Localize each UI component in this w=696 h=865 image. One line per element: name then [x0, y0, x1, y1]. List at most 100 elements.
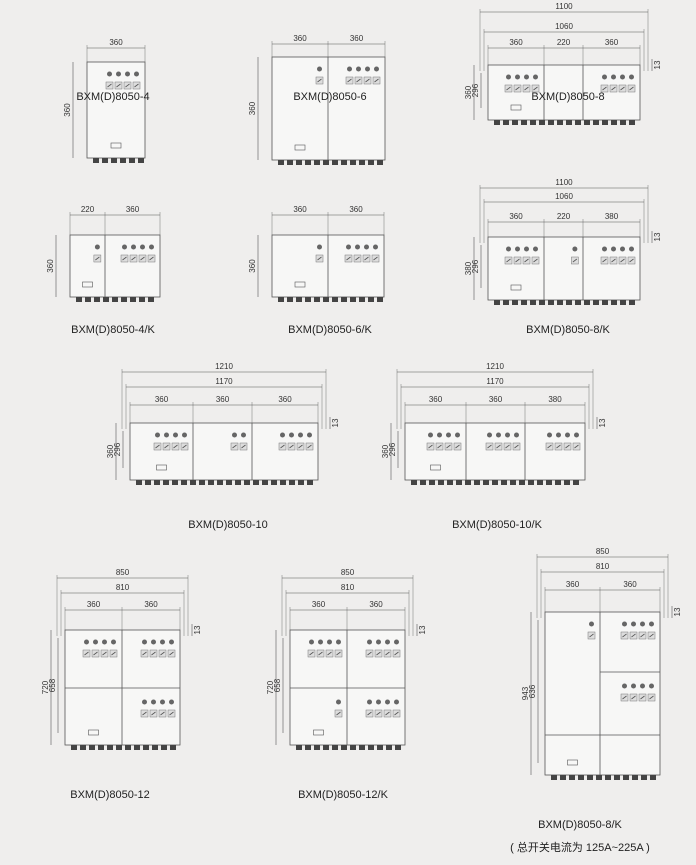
dimension-label: 220 — [81, 205, 95, 214]
cable-gland-icon — [341, 745, 347, 750]
dimension-label: 720 — [266, 680, 275, 694]
dimension-label: 360 — [87, 600, 101, 609]
cable-gland-icon — [530, 120, 536, 125]
socket-icon — [149, 244, 154, 250]
cable-gland-icon — [253, 480, 259, 485]
socket-icon — [169, 699, 174, 705]
offset-label: 13 — [418, 625, 427, 634]
socket-icon — [142, 639, 147, 645]
cable-gland-icon — [578, 775, 584, 780]
cable-gland-icon — [190, 480, 196, 485]
cable-gland-icon — [76, 297, 82, 302]
cable-gland-icon — [611, 120, 617, 125]
cable-gland-icon — [298, 480, 304, 485]
cable-gland-icon — [305, 297, 311, 302]
socket-icon — [318, 639, 323, 645]
cable-gland-icon — [528, 480, 534, 485]
offset-label: 13 — [673, 607, 682, 616]
offset-label: 13 — [653, 232, 662, 241]
switch-lever-icon — [164, 444, 169, 449]
dimension-label: 360 — [349, 205, 363, 214]
switch-lever-icon — [107, 83, 112, 88]
socket-icon — [232, 432, 237, 438]
dimension-label: 810 — [341, 583, 355, 592]
socket-icon — [125, 71, 130, 77]
dimension-label: 850 — [116, 568, 130, 577]
socket-icon — [367, 639, 372, 645]
cable-gland-icon — [548, 300, 554, 305]
socket-icon — [134, 71, 139, 77]
switch-lever-icon — [367, 651, 372, 656]
switch-lever-icon — [336, 711, 341, 716]
nameplate — [567, 759, 578, 766]
cable-gland-icon — [120, 158, 126, 163]
switch-lever-icon — [524, 258, 529, 263]
dimension-label: 360 — [429, 395, 443, 404]
cable-gland-icon — [602, 120, 608, 125]
cable-gland-icon — [377, 745, 383, 750]
socket-icon — [556, 432, 561, 438]
switch-lever-icon — [376, 651, 381, 656]
model-label: BXM(D)8050-6/K — [288, 324, 372, 336]
socket-icon — [496, 432, 501, 438]
nameplate — [156, 464, 167, 471]
socket-icon — [336, 639, 341, 645]
dimension-label: 850 — [596, 547, 610, 556]
socket-icon — [289, 432, 294, 438]
dimension-label: 1210 — [486, 362, 504, 371]
switch-lever-icon — [182, 444, 187, 449]
cable-gland-icon — [438, 480, 444, 485]
dimension-label: 360 — [144, 600, 158, 609]
cable-gland-icon — [307, 480, 313, 485]
cable-gland-icon — [244, 480, 250, 485]
switch-lever-icon — [318, 651, 323, 656]
cable-gland-icon — [341, 160, 347, 165]
switch-lever-icon — [515, 258, 520, 263]
switch-lever-icon — [629, 86, 634, 91]
dimension-label: 360 — [509, 212, 523, 221]
offset-label: 13 — [598, 418, 607, 427]
cable-gland-icon — [287, 160, 293, 165]
cable-gland-icon — [546, 480, 552, 485]
cable-gland-icon — [429, 480, 435, 485]
cable-gland-icon — [632, 775, 638, 780]
cable-gland-icon — [566, 120, 572, 125]
cable-gland-icon — [181, 480, 187, 485]
socket-icon — [394, 699, 399, 705]
cable-gland-icon — [602, 300, 608, 305]
cable-gland-icon — [154, 480, 160, 485]
switch-lever-icon — [446, 444, 451, 449]
socket-icon — [160, 699, 165, 705]
cable-gland-icon — [138, 158, 144, 163]
socket-icon — [506, 246, 511, 252]
cable-gland-icon — [411, 480, 417, 485]
socket-icon — [367, 699, 372, 705]
enclosure-body — [289, 629, 406, 746]
cable-gland-icon — [314, 160, 320, 165]
cable-gland-icon — [125, 745, 131, 750]
cable-gland-icon — [305, 745, 311, 750]
cable-gland-icon — [89, 745, 95, 750]
socket-icon — [94, 244, 100, 250]
cable-gland-icon — [569, 775, 575, 780]
dimension-label: 1100 — [555, 178, 573, 187]
switch-lever-icon — [160, 651, 165, 656]
switch-lever-icon — [298, 444, 303, 449]
cable-gland-icon — [332, 160, 338, 165]
dimension-label: 360 — [350, 34, 364, 43]
socket-icon — [376, 639, 381, 645]
cable-gland-icon — [145, 480, 151, 485]
switch-lever-icon — [151, 711, 156, 716]
switch-lever-icon — [317, 256, 322, 261]
socket-icon — [572, 246, 578, 252]
socket-icon — [622, 683, 627, 689]
dimension-label: 360 — [381, 444, 390, 458]
cable-gland-icon — [98, 745, 104, 750]
cable-gland-icon — [170, 745, 176, 750]
